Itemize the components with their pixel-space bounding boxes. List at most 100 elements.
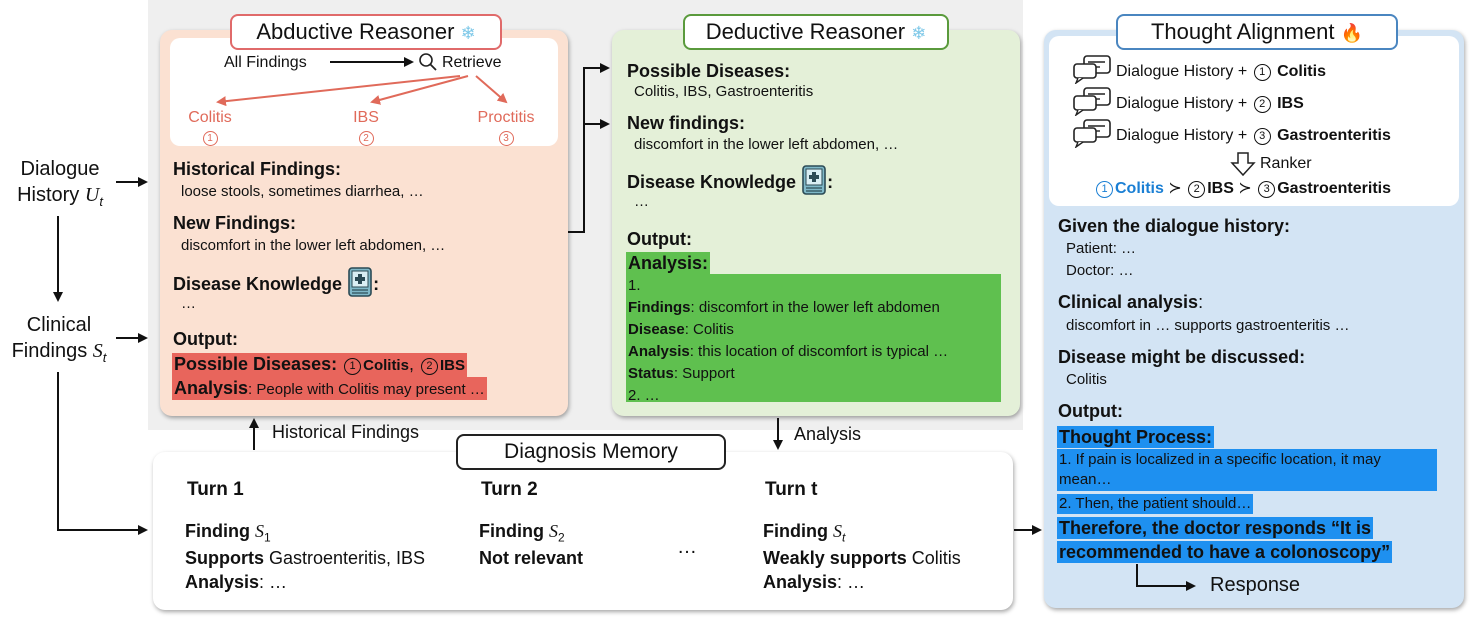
dialogue-sub: t [99, 194, 103, 209]
analysis-label: Analysis [185, 572, 260, 592]
analysis-text: : People with Colitis may present … [248, 381, 485, 398]
output-heading: Output: [173, 329, 238, 349]
turn-1-title: Turn 1 [187, 479, 244, 500]
finding-label: Finding [763, 521, 828, 541]
dialogue-label-line1: Dialogue [20, 158, 100, 180]
clinical-colon: : [1198, 292, 1204, 312]
fire-icon: 🔥 [1340, 23, 1363, 43]
snowflake-icon: ❄ [460, 23, 476, 43]
knowledge-colon: : [827, 172, 834, 192]
clinical-label-word: Findings [11, 340, 88, 362]
clinical-analysis-text: discomfort in … supports gastroenteritis… [1066, 317, 1350, 334]
candidate-arrow-colitis [216, 75, 461, 107]
rank-2-num: 2 [1188, 181, 1206, 198]
finding-symbol: S [549, 521, 558, 541]
history-item-3: Dialogue History + 3 Gastroenteritis [1072, 118, 1391, 154]
findings-text: : discomfort in the lower left abdomen [690, 299, 940, 316]
chat-bubbles-icon [1072, 54, 1112, 90]
response-label: Response [1210, 574, 1301, 596]
turn-2-support: Not relevant [479, 548, 583, 569]
thought-1-highlight [1057, 449, 1437, 491]
thought-line-2: 2. Then, the patient should… [1057, 494, 1254, 514]
status-label: Status [628, 365, 674, 382]
clinical-label-line2: Findings St [6, 338, 112, 371]
findings-label: Findings [628, 299, 691, 316]
turn-2-finding: Finding S2 [479, 520, 565, 549]
turn-2-title: Turn 2 [481, 479, 538, 500]
knowledge-colon: : [373, 274, 380, 294]
rank-sep-1: ≻ [1168, 180, 1182, 197]
finding-sub: t [842, 530, 846, 545]
history-prefix: Dialogue History + [1116, 95, 1248, 112]
history-disease: Gastroenteritis [1277, 127, 1391, 144]
candidate-num: 3 [498, 131, 514, 146]
finding-symbol: S [833, 521, 842, 541]
possible-diseases-heading: Possible Diseases: [627, 61, 791, 81]
abductive-title: Abductive Reasoner ❄ [230, 14, 502, 50]
item-1: 1. [628, 277, 641, 294]
therefore-line-2: recommended to have a colonoscopy” [1057, 541, 1393, 563]
disease-knowledge-heading: Disease Knowledge : [627, 164, 833, 201]
clinical-to-memory-arrow [57, 372, 148, 535]
history-prefix: Dialogue History + [1116, 127, 1248, 144]
thought-line-1b: mean… [1059, 471, 1112, 488]
possible-ibs: IBS [439, 357, 465, 374]
possible-num-1: 1 [344, 358, 362, 375]
disease-discussed-text: Colitis [1066, 371, 1107, 388]
ranker-label: Ranker [1260, 155, 1312, 172]
support-bold: Not relevant [479, 548, 584, 568]
analysis-label: Analysis [628, 343, 690, 360]
clinical-symbol: S [92, 340, 103, 362]
findings-line: Findings: discomfort in the lower left a… [628, 298, 940, 318]
analysis-text: : … [837, 572, 866, 592]
analysis-label: Analysis [763, 572, 838, 592]
turn-t-title: Turn t [765, 479, 818, 500]
abductive-reasoner-panel: All Findings Retrieve Colitis 1 IBS 2 Pr… [160, 30, 568, 416]
possible-diseases-text: Colitis, IBS, Gastroenteritis [634, 83, 814, 100]
support-rest: Gastroenteritis, IBS [264, 548, 426, 568]
knowledge-heading-text: Disease Knowledge [627, 172, 797, 192]
search-icon [418, 52, 438, 77]
history-num: 1 [1253, 64, 1271, 81]
history-disease: IBS [1277, 95, 1304, 112]
possible-num-2: 2 [420, 358, 438, 375]
rank-3-num: 3 [1258, 181, 1276, 198]
thought-line-1a: 1. If pain is localized in a specific lo… [1059, 451, 1381, 468]
historical-findings-heading: Historical Findings: [173, 159, 342, 179]
doctor-line: Doctor: … [1066, 262, 1134, 279]
thought-title-text: Thought Alignment [1150, 19, 1335, 44]
output-heading: Output: [1058, 401, 1123, 421]
all-findings-label: All Findings [224, 54, 307, 71]
disease-text: : Colitis [684, 321, 734, 338]
medical-book-icon [801, 164, 827, 201]
status-line: Status: Support [628, 364, 735, 384]
history-prefix: Dialogue History + [1116, 63, 1248, 80]
dialogue-label-word: History [17, 184, 80, 206]
support-bold: Weakly supports [763, 548, 907, 568]
disease-knowledge-heading: Disease Knowledge : [173, 266, 379, 303]
history-disease: Colitis [1277, 63, 1326, 80]
history-item-2: Dialogue History + 2 IBS [1072, 86, 1304, 122]
disease-discussed-heading: Disease might be discussed: [1058, 347, 1306, 367]
analysis-text: : this location of discomfort is typical… [689, 343, 949, 360]
response-arrow [1136, 564, 1196, 591]
turn-t-analysis: Analysis: … [763, 572, 865, 593]
history-item-1: Dialogue History + 1 Colitis [1072, 54, 1326, 90]
rank-3-gastroenteritis: Gastroenteritis [1277, 180, 1391, 197]
history-num: 2 [1253, 96, 1271, 113]
history-num: 3 [1253, 128, 1271, 145]
chat-bubbles-icon [1072, 86, 1112, 122]
historical-findings-text: loose stools, sometimes diarrhea, … [181, 183, 424, 200]
turns-ellipsis: … [677, 536, 697, 558]
turn-1-finding: Finding S1 [185, 520, 271, 549]
analysis-highlight: Analysis: People with Colitis may presen… [172, 377, 487, 400]
new-findings-heading: New findings: [627, 113, 745, 133]
candidate-ibs: IBS 2 [336, 108, 396, 148]
diagnosis-memory-title: Diagnosis Memory [456, 434, 726, 470]
new-findings-text: discomfort in the lower left abdomen, … [181, 237, 446, 254]
deductive-title-text: Deductive Reasoner [705, 19, 906, 44]
analysis-block-highlight [626, 274, 1001, 402]
knowledge-heading-text: Disease Knowledge [173, 274, 343, 294]
retrieve-label: Retrieve [442, 54, 502, 71]
